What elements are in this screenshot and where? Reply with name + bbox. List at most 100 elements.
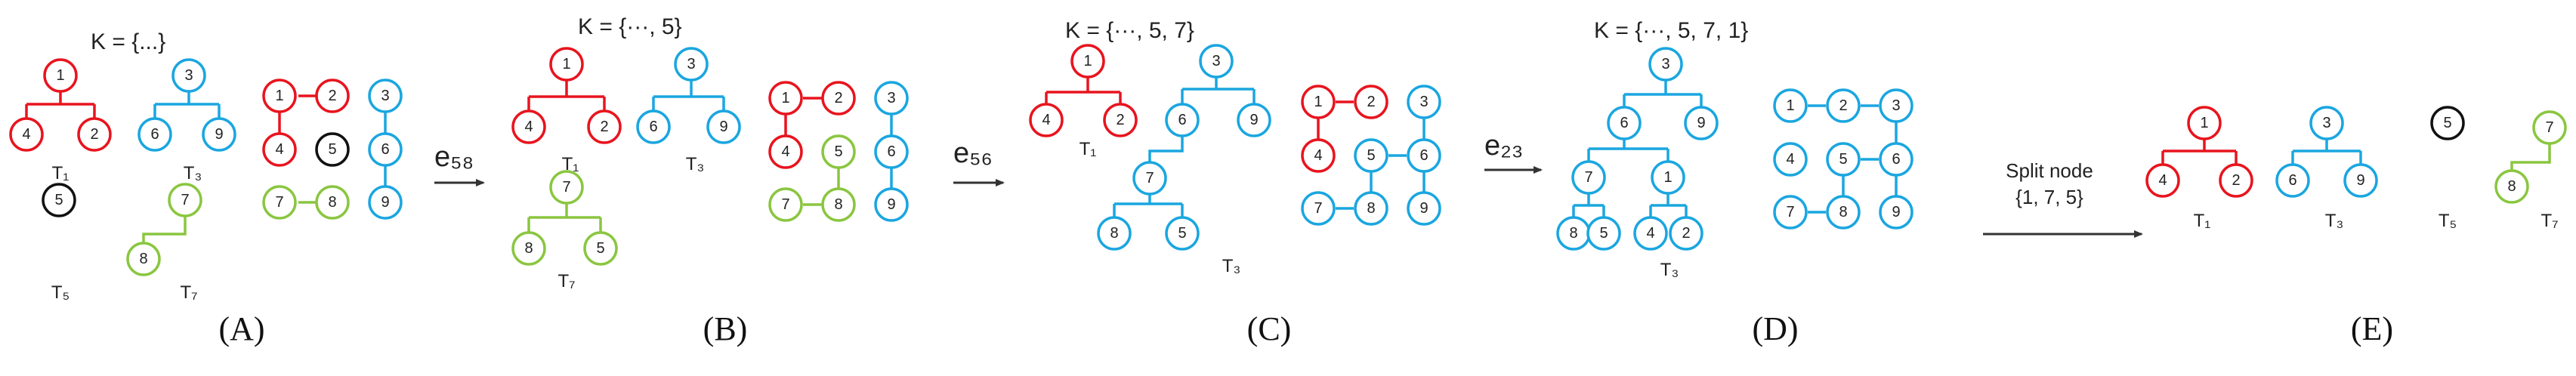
node-8: 8 [1097, 216, 1132, 251]
svg-text:1: 1 [562, 56, 570, 72]
node-8: 8 [315, 185, 350, 220]
svg-text:8: 8 [2507, 178, 2516, 195]
node-1: 1 [1070, 44, 1105, 79]
edge [2161, 140, 2238, 165]
svg-text:3: 3 [2322, 115, 2330, 131]
node-1: 1 [1301, 85, 1336, 119]
panel-b: K = {···, 5} 1 4 2 T₁ 3 6 9 T₃ 7 8 5 T₇ … [511, 14, 909, 347]
svg-text:3: 3 [1892, 97, 1900, 114]
split-node-label: Split node [2006, 159, 2093, 182]
tree-label: T₃ [686, 154, 704, 174]
node-3: 3 [1879, 88, 1913, 123]
edge [784, 97, 822, 136]
svg-text:4: 4 [1314, 147, 1322, 164]
svg-text:5: 5 [2443, 115, 2451, 131]
node-2: 2 [1354, 85, 1388, 119]
svg-text:6: 6 [649, 119, 657, 135]
panel-a-k-set: K = {...} [91, 29, 165, 54]
panel-d-label: (D) [1752, 310, 1798, 347]
panel-c-tree-t3: 3 6 9 7 8 5 T₃ [1097, 44, 1271, 276]
node-1: 1 [1651, 160, 1685, 195]
tree-label: T₅ [2439, 211, 2457, 231]
node-7: 7 [262, 185, 297, 220]
node-6: 6 [368, 132, 403, 167]
tree-label: T₇ [2541, 211, 2559, 231]
node-4: 4 [768, 134, 803, 169]
svg-text:6: 6 [2288, 172, 2296, 189]
panel-d-tree-t3: 3 6 9 7 1 8 5 4 2 T₃ [1556, 47, 1719, 280]
panel-e: 1 4 2 T₁ 3 6 9 T₃ 5 T₅ 7 8 T₇ (E) [2145, 106, 2567, 347]
svg-text:4: 4 [781, 143, 789, 160]
svg-text:9: 9 [1419, 200, 1428, 217]
node-4: 4 [511, 109, 546, 144]
node-7: 7 [1571, 160, 1606, 195]
svg-text:6: 6 [887, 143, 895, 160]
node-6: 6 [636, 109, 671, 144]
svg-text:9: 9 [719, 119, 727, 135]
svg-text:8: 8 [1839, 204, 1847, 220]
edge [1808, 104, 1898, 214]
svg-text:6: 6 [1892, 151, 1900, 168]
node-9: 9 [706, 109, 741, 144]
svg-text:4: 4 [1646, 225, 1654, 242]
node-5: 5 [1165, 216, 1200, 251]
panel-b-grid: 1 2 4 5 3 6 9 7 8 [768, 81, 909, 222]
node-7: 7 [1132, 161, 1167, 196]
svg-text:5: 5 [1839, 151, 1847, 168]
svg-text:4: 4 [1042, 112, 1050, 128]
node-1: 1 [43, 58, 78, 93]
tree-label: T₅ [51, 282, 69, 303]
svg-text:7: 7 [1145, 170, 1154, 186]
svg-text:4: 4 [22, 126, 30, 143]
svg-text:2: 2 [328, 88, 336, 104]
node-4: 4 [1029, 103, 1064, 137]
panel-a-tree-t7: 7 8 T₇ [126, 183, 202, 303]
node-5: 5 [1586, 216, 1621, 251]
node-2: 2 [77, 117, 112, 152]
svg-text:5: 5 [834, 143, 842, 160]
svg-text:1: 1 [781, 90, 789, 106]
edge-label-e23: e₂₃ [1484, 130, 1523, 162]
svg-text:2: 2 [2232, 172, 2240, 189]
panel-b-tree-t1: 1 4 2 T₁ [511, 47, 622, 174]
tree-label: T₇ [181, 282, 198, 303]
node-7: 7 [168, 183, 202, 217]
svg-text:9: 9 [1697, 115, 1705, 131]
node-7: 7 [1301, 191, 1336, 226]
node-9: 9 [2343, 163, 2378, 198]
node-8: 8 [821, 187, 856, 222]
node-5: 5 [821, 134, 856, 169]
svg-text:2: 2 [1682, 225, 1690, 242]
panel-e-label: (E) [2351, 310, 2393, 347]
edge [2510, 143, 2551, 171]
svg-text:6: 6 [150, 126, 159, 143]
svg-text:7: 7 [2545, 119, 2553, 136]
svg-text:6: 6 [1620, 115, 1628, 131]
tree-label: T₁ [1080, 139, 1097, 159]
svg-text:4: 4 [524, 119, 533, 135]
svg-text:1: 1 [1314, 94, 1322, 110]
tree-label: T₃ [184, 163, 202, 183]
svg-text:3: 3 [887, 90, 895, 106]
node-6: 6 [137, 117, 172, 152]
svg-text:9: 9 [1892, 204, 1900, 220]
edge [1572, 81, 1703, 217]
tree-label: T₇ [558, 271, 576, 291]
svg-text:7: 7 [275, 194, 283, 211]
node-3: 3 [368, 79, 403, 113]
svg-text:5: 5 [1178, 225, 1186, 242]
svg-text:1: 1 [56, 67, 64, 84]
arrow-d-to-e: Split node {1, 7, 5} [1983, 159, 2143, 238]
panel-e-tree-t1: 1 4 2 T₁ [2145, 106, 2253, 231]
svg-text:9: 9 [887, 196, 895, 213]
svg-text:1: 1 [275, 88, 283, 104]
arrow-b-to-c: e₅₆ [953, 137, 1005, 186]
svg-text:4: 4 [2158, 172, 2167, 189]
svg-text:5: 5 [328, 141, 336, 158]
panel-e-tree-t5: 5 T₅ [2430, 106, 2465, 231]
svg-text:1: 1 [1786, 97, 1794, 114]
node-4: 4 [262, 132, 297, 167]
panel-b-k-set: K = {···, 5} [578, 14, 682, 39]
tree-label: T₃ [2325, 211, 2343, 231]
node-2: 2 [1826, 88, 1861, 123]
